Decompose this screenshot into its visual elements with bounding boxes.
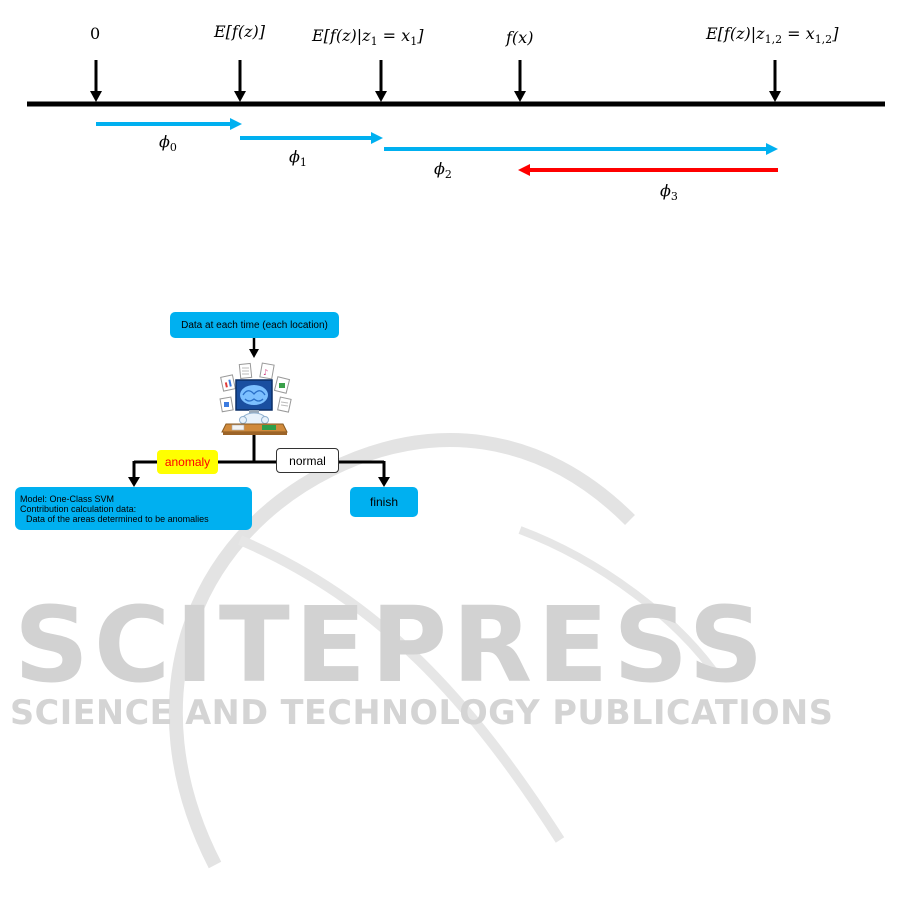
model-line-3: Data of the areas determined to be anoma… xyxy=(20,514,209,524)
finish-box: finish xyxy=(350,487,418,517)
normal-label: normal xyxy=(276,448,339,473)
model-line-2: Contribution calculation data: xyxy=(20,504,136,514)
monitor-brain xyxy=(236,380,272,415)
anomaly-label: anomaly xyxy=(157,450,218,474)
model-box: Model: One-Class SVM Contribution calcul… xyxy=(15,487,252,530)
svg-text:♪: ♪ xyxy=(263,368,268,377)
desk xyxy=(222,424,287,435)
model-line-1: Model: One-Class SVM xyxy=(20,494,114,504)
